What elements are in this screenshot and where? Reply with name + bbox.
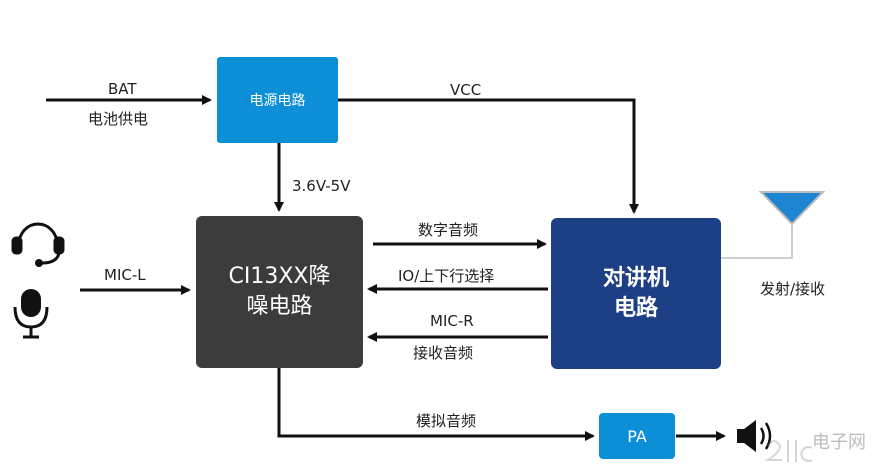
radio-block-line1: 对讲机 (602, 265, 669, 291)
watermark-text: 电子网 (812, 432, 866, 453)
vcc-line (338, 98, 639, 214)
walkie-talkie-block: 对讲机 电路 (551, 218, 721, 369)
tx-rx-label: 发射/接收 (760, 280, 826, 298)
bat-label: BAT (108, 80, 137, 98)
ci13xx-noise-reduction-block: CI13XX降 噪电路 (196, 216, 363, 368)
analog-audio-label: 模拟音频 (416, 412, 477, 430)
battery-label: 电池供电 (88, 110, 149, 128)
power-circuit-label: 电源电路 (249, 93, 306, 109)
power-circuit-block: 电源电路 (217, 57, 338, 143)
mic-l-label: MIC-L (104, 266, 146, 284)
voltage-label: 3.6V-5V (292, 177, 351, 195)
watermark-logo (764, 440, 813, 462)
microphone-icon (13, 289, 49, 339)
antenna-icon (758, 191, 826, 226)
receive-audio-label: 接收音频 (413, 344, 474, 362)
mic-r-label: MIC-R (430, 312, 474, 330)
io-select-label: IO/上下行选择 (398, 267, 495, 285)
analog-audio-line (277, 368, 595, 441)
pa-label: PA (627, 426, 647, 446)
ci-block-line2: 噪电路 (246, 294, 313, 319)
pa-block: PA (599, 413, 675, 459)
ci-block-line1: CI13XX降 (228, 264, 331, 289)
antenna-line (721, 220, 793, 259)
speaker-icon (737, 420, 772, 452)
digital-audio-label: 数字音频 (418, 221, 479, 239)
headset-icon (11, 222, 65, 267)
vcc-label: VCC (450, 81, 482, 99)
radio-block-line2: 电路 (613, 295, 658, 321)
